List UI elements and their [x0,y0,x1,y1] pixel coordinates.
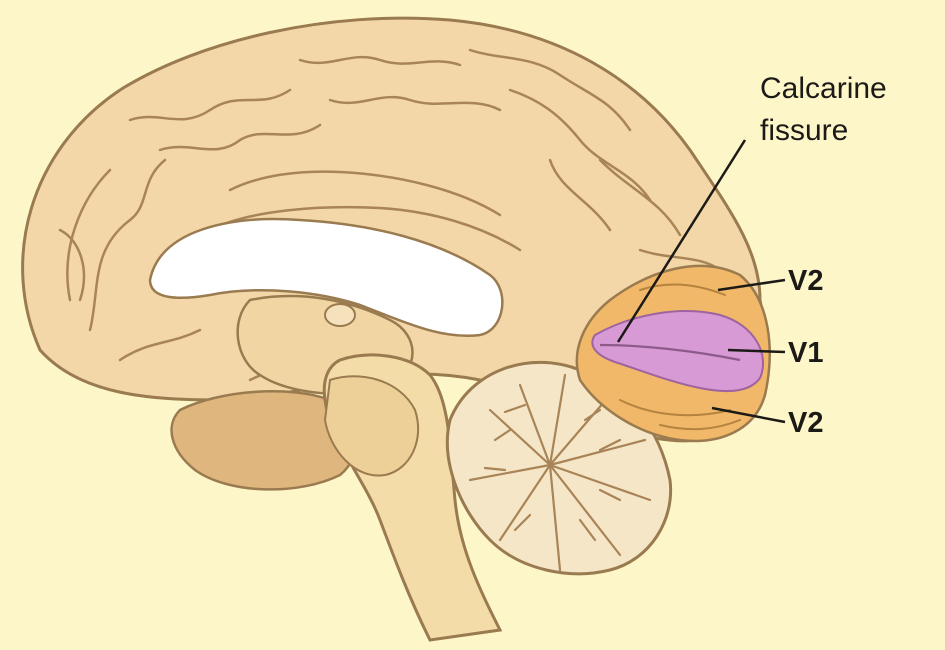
v1-label: V1 [788,337,823,369]
v2-lower-label: V2 [788,407,823,439]
v2-upper-label: V2 [788,265,823,297]
calcarine-label-line1: Calcarine [760,72,887,105]
calcarine-label-line2: fissure [760,114,848,147]
interthalamic-adhesion [325,304,355,326]
